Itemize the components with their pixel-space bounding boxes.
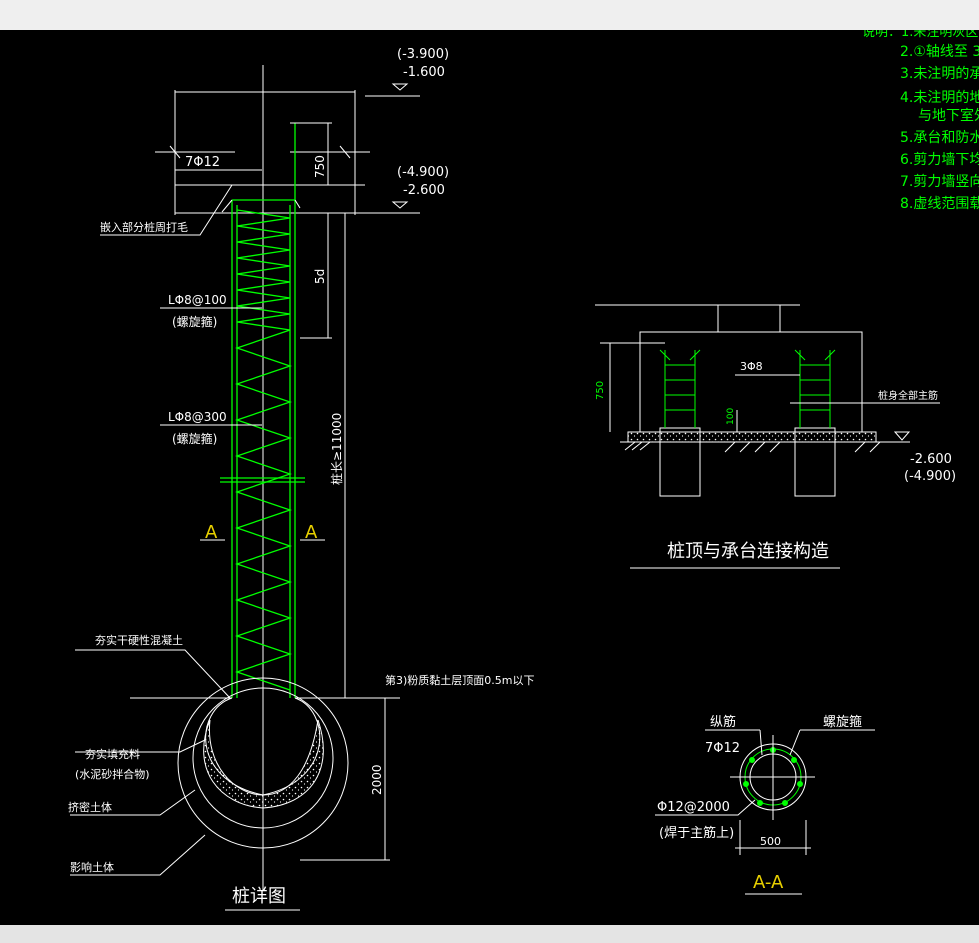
pile-label-affected: 影响土体: [70, 860, 114, 874]
pile-elev-top-b: -1.600: [403, 65, 445, 80]
design-notes: 说明：1.未注明灰区人子 2.①轴线至 3 3.未注明的承台边 4.未注明的地下…: [862, 30, 979, 212]
title-bar: [0, 0, 979, 30]
pile-stirrup-2-note: (螺旋箍): [172, 431, 217, 446]
cad-drawing: 说明：1.未注明灰区人子 2.①轴线至 3 3.未注明的承台边 4.未注明的地下…: [68, 30, 979, 911]
note-7: 7.剪力墙竖向分布: [900, 174, 979, 190]
section-aa-title: A-A: [753, 872, 784, 893]
pile-dim-750: 750: [313, 155, 327, 178]
section-label-long-val: 7Φ12: [705, 741, 740, 756]
section-aa: [655, 729, 875, 895]
section-mark-left: A: [205, 522, 218, 543]
pile-elev-mid-b: -2.600: [403, 183, 445, 198]
cap-rebar: 3Φ8: [740, 360, 763, 373]
pile-detail-texts: (-3.900) -1.600 (-4.900) -2.600 7Φ12 750…: [68, 47, 535, 907]
pile-detail: [70, 65, 420, 911]
cap-dim-750: 750: [595, 381, 606, 400]
cap-label-anchor: 桩身全部主筋: [878, 389, 938, 402]
note-5: 5.承台和防水底板: [900, 130, 979, 146]
cap-detail-title: 桩顶与承台连接构造: [667, 541, 829, 562]
section-label-spiral: 螺旋箍: [823, 714, 862, 730]
status-bar: [0, 925, 979, 943]
pile-label-filler-note: (水泥砂拌合物): [75, 767, 150, 781]
note-2: 2.①轴线至 3: [900, 44, 979, 60]
note-6: 6.剪力墙下均设4: [900, 152, 979, 168]
section-dim-500: 500: [760, 835, 781, 848]
section-aa-texts: 纵筋 7Φ12 螺旋箍 Φ12@2000 (焊于主筋上) 500 A-A: [657, 714, 862, 893]
pile-body: [220, 123, 305, 698]
pile-label-squeezed: 挤密土体: [68, 800, 112, 814]
cap-pile-rebar: [659, 349, 836, 428]
squeezed-soil-circle: [192, 687, 334, 829]
cap-dim-100: 100: [726, 408, 736, 425]
section-label-long: 纵筋: [710, 714, 736, 730]
affected-soil-circle: [177, 677, 349, 849]
cap-elev-b: (-4.900): [904, 469, 956, 484]
note-3: 3.未注明的承台边: [900, 66, 979, 82]
pile-label-roughen: 嵌入部分桩周打毛: [100, 220, 188, 234]
section-label-ring: Φ12@2000: [657, 800, 730, 815]
note-8: 8.虚线范围载体桩: [900, 195, 979, 212]
pile-elev-mid-a: (-4.900): [397, 165, 449, 180]
cap-connection-detail: [595, 304, 940, 569]
cap-detail-texts: 750 3Φ8 100 桩身全部主筋 -2.600 (-4.900) 桩顶与承台…: [595, 360, 956, 562]
pile-label-layer: 第3)粉质黏土层顶面0.5m以下: [385, 673, 535, 687]
pile-label-filler: 夯实填充料: [85, 747, 140, 761]
cad-drawing-canvas[interactable]: 说明：1.未注明灰区人子 2.①轴线至 3 3.未注明的承台边 4.未注明的地下…: [0, 30, 979, 925]
note-4b: 与地下室外墙: [918, 107, 979, 124]
pile-stirrup-1-note: (螺旋箍): [172, 314, 217, 329]
note-4: 4.未注明的地下室: [900, 89, 979, 106]
pile-stirrup-1: LΦ8@100: [168, 293, 227, 307]
note-1: 说明：1.未注明灰区人子: [862, 30, 979, 40]
section-label-ring-note: (焊于主筋上): [659, 825, 734, 841]
pile-stirrup-2: LΦ8@300: [168, 410, 227, 424]
cap-elev-a: -2.600: [910, 452, 952, 467]
pile-dim-5d: 5d: [313, 269, 327, 284]
pile-main-rebar: 7Φ12: [185, 155, 220, 170]
pile-label-dry-concrete: 夯实干硬性混凝土: [95, 633, 183, 647]
filler-ring: [203, 719, 324, 809]
pile-elev-top-a: (-3.900): [397, 47, 449, 62]
pile-dim-2000: 2000: [370, 764, 384, 795]
pile-detail-title: 桩详图: [232, 886, 286, 907]
pile-dim-length: 桩长≥11000: [329, 413, 344, 485]
section-mark-right: A: [305, 522, 318, 543]
